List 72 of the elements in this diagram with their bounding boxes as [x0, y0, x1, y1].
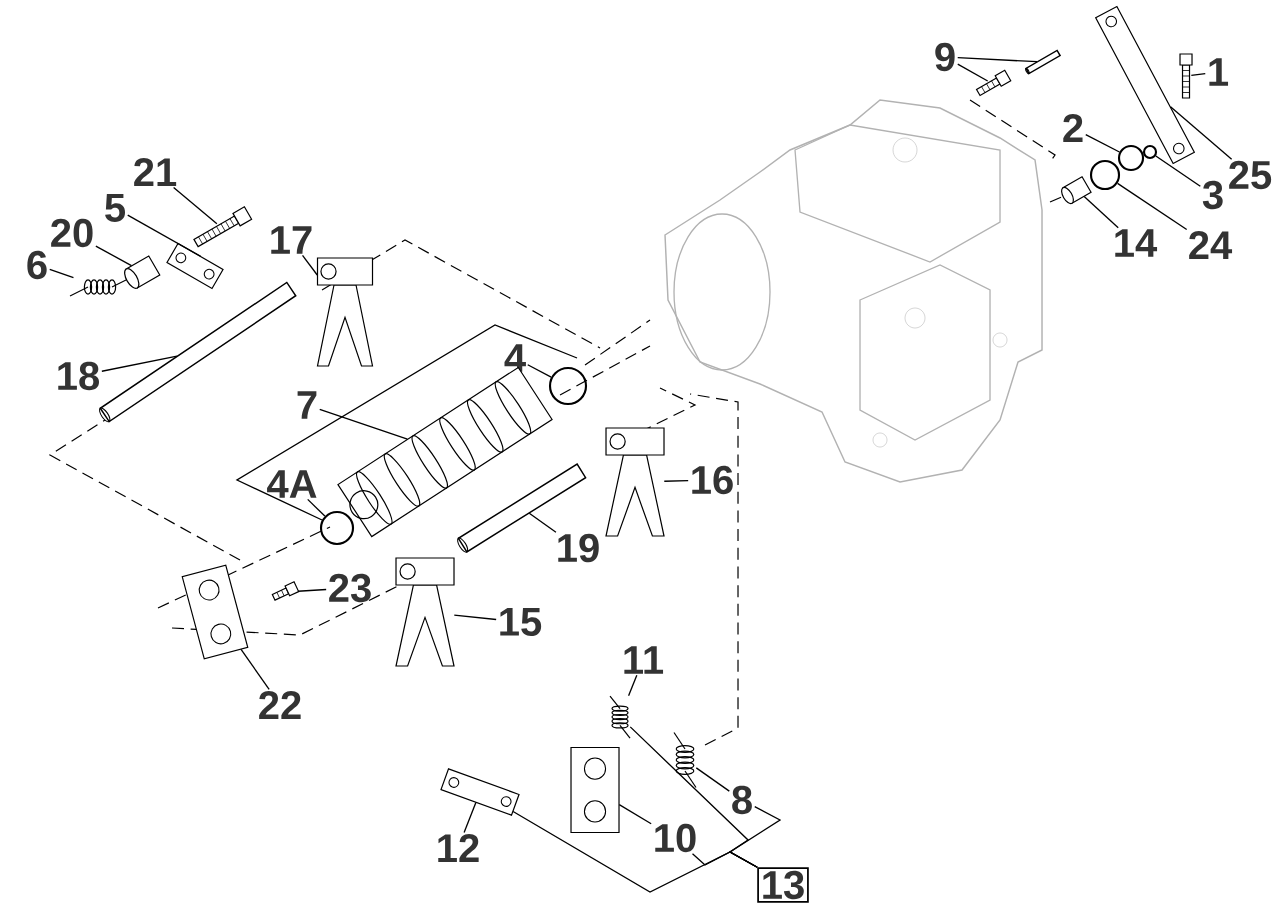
leader-line: [957, 57, 1038, 63]
leader-line: [463, 801, 477, 834]
callout-number: 24: [1189, 231, 1233, 259]
callout-number: 1: [1209, 58, 1229, 86]
leader-line: [528, 512, 557, 533]
callout-number: 11: [624, 646, 664, 674]
callout-number: 19: [558, 533, 599, 563]
leader-line: [527, 364, 552, 378]
leader-line: [1083, 195, 1119, 229]
bolt: [975, 69, 1012, 97]
spring: [609, 695, 631, 739]
leader-line: [453, 614, 497, 621]
spring: [673, 731, 697, 789]
shift-fork: [605, 427, 665, 537]
callout-number: 18: [58, 361, 99, 391]
shift-fork: [395, 557, 455, 667]
leader-line: [127, 214, 202, 257]
o-ring: [548, 366, 588, 406]
leader-line: [1155, 155, 1201, 187]
shift-lever: [570, 746, 620, 834]
callout-number: 4A: [267, 470, 317, 498]
leader-line: [1190, 72, 1206, 76]
callout-number: 12: [438, 834, 479, 862]
leader-line: [695, 767, 730, 792]
callout-number: 10: [655, 823, 696, 853]
leader-line: [618, 803, 652, 825]
collar: [124, 255, 161, 289]
callout-number: 14: [1115, 229, 1158, 257]
callout-number: 20: [51, 218, 93, 248]
leader-line: [95, 245, 133, 267]
callout-number: 2: [1063, 114, 1083, 142]
callout-number: 7: [297, 391, 317, 419]
plate-drawing: [181, 564, 249, 660]
leader-line: [172, 186, 218, 225]
leader-line: [240, 648, 270, 691]
callout-number: 21: [134, 158, 177, 186]
leader-line: [1085, 133, 1121, 153]
shift-fork: [316, 257, 374, 367]
callout-number: 15: [500, 608, 542, 636]
callout-number: 8: [732, 785, 752, 815]
callout-number: 25: [1229, 160, 1272, 190]
callout-number: 23: [329, 573, 371, 603]
bolt: [1179, 53, 1193, 99]
leader-line: [627, 674, 638, 697]
boxed-callout-number: 13: [757, 867, 809, 903]
lever-drawing: [440, 768, 520, 816]
leader-line: [301, 254, 318, 276]
callout-number: 22: [259, 691, 301, 719]
washer: [1117, 144, 1145, 172]
screw: [271, 581, 300, 601]
shaft: [99, 281, 297, 423]
leader-line: [1169, 106, 1233, 160]
leader-line: [957, 63, 989, 82]
seal: [1089, 159, 1121, 191]
callout-number: 6: [27, 250, 47, 280]
callout-number: 4: [504, 344, 526, 372]
callout-number: 16: [692, 465, 733, 495]
leader-line: [297, 588, 327, 592]
bracket-drawing: [166, 242, 224, 290]
snap-ring: [319, 510, 355, 546]
leader-line: [319, 408, 409, 440]
leader-line: [101, 355, 178, 372]
callout-number: 3: [1202, 180, 1223, 210]
leader-line: [663, 479, 689, 482]
callout-number: 9: [935, 42, 955, 72]
leader-line: [728, 806, 782, 868]
leader-line: [307, 498, 326, 517]
leader-line: [1116, 182, 1188, 231]
callout-number: 5: [105, 194, 125, 222]
leader-line: [49, 268, 75, 279]
o-ring: [1142, 144, 1158, 160]
callout-number: 17: [271, 226, 312, 254]
